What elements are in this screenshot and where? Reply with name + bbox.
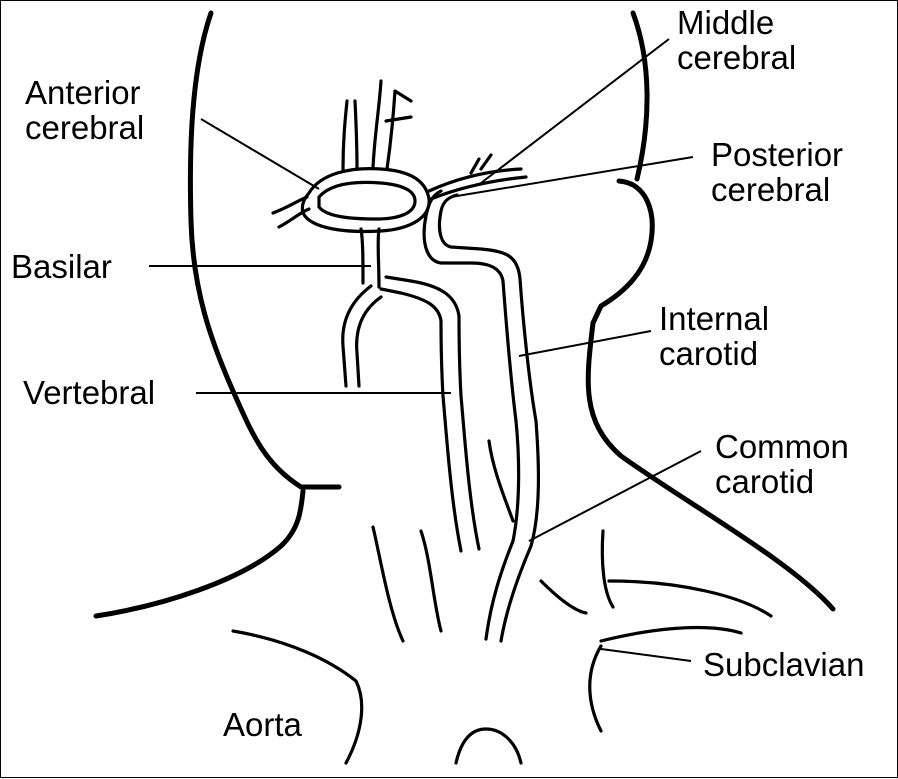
middle-cerebral-branch-3 [471, 159, 479, 173]
right-collar-line [609, 581, 771, 616]
label-posterior-cerebral-line2: cerebral [711, 172, 843, 207]
aorta-arch-right [590, 646, 601, 731]
label-anterior-cerebral-line1: Anterior [25, 75, 144, 110]
left-collar-line [233, 631, 362, 763]
label-middle-cerebral-line2: cerebral [677, 40, 796, 75]
basilar-right [378, 229, 379, 287]
leader-anterior-cerebral [201, 119, 319, 189]
label-internal-carotid: Internal carotid [659, 301, 769, 371]
left-chest-inner [421, 531, 441, 631]
neck-outline-left [96, 491, 303, 616]
label-posterior-cerebral-line1: Posterior [711, 137, 843, 172]
anterior-cerebral-branch-1 [343, 101, 347, 169]
label-basilar-text: Basilar [11, 249, 112, 284]
label-internal-carotid-line2: carotid [659, 336, 769, 371]
leader-common-carotid [529, 451, 701, 541]
head-outline-right [633, 13, 647, 179]
anterior-cerebral-branch-4 [387, 91, 411, 169]
subclavian-branch [541, 581, 586, 613]
leader-internal-carotid [519, 331, 651, 356]
label-vertebral-text: Vertebral [23, 375, 155, 410]
aorta-arch [456, 729, 521, 763]
label-internal-carotid-line1: Internal [659, 301, 769, 336]
circle-of-willis-outer [302, 169, 429, 232]
label-basilar: Basilar [11, 249, 112, 284]
label-subclavian-text: Subclavian [703, 647, 864, 682]
ear-outline [593, 181, 652, 323]
internal-carotid-right [439, 195, 536, 421]
left-chest-line [373, 527, 403, 641]
middle-cerebral-branch-2 [431, 177, 526, 199]
anterior-cerebral-branch-2 [355, 101, 357, 169]
label-aorta-text: Aorta [223, 707, 302, 742]
label-aorta: Aorta [223, 707, 302, 742]
label-anterior-cerebral: Anterior cerebral [25, 75, 144, 145]
label-common-carotid-line2: carotid [715, 464, 849, 499]
vertebral-branch-right [357, 297, 381, 386]
leader-subclavian [601, 649, 691, 661]
label-vertebral: Vertebral [23, 375, 155, 410]
head-outline-left [190, 13, 339, 487]
subclavian-right-line [601, 628, 741, 641]
label-common-carotid: Common carotid [715, 429, 849, 499]
label-middle-cerebral-line1: Middle [677, 5, 796, 40]
label-common-carotid-line1: Common [715, 429, 849, 464]
label-anterior-cerebral-line2: cerebral [25, 110, 144, 145]
anterior-cerebral-branch-5 [386, 117, 411, 121]
label-middle-cerebral: Middle cerebral [677, 5, 796, 75]
carotid-fork-inner [489, 441, 513, 521]
circle-of-willis-inner [319, 182, 415, 219]
vertebral-right [386, 277, 479, 549]
middle-cerebral-branch-4 [481, 155, 491, 169]
right-chest-line [602, 531, 613, 607]
label-posterior-cerebral: Posterior cerebral [711, 137, 843, 207]
vertebral-left [381, 289, 461, 551]
anterior-cerebral-branch-3 [373, 81, 381, 167]
basilar-left [361, 229, 363, 283]
label-subclavian: Subclavian [703, 647, 864, 682]
